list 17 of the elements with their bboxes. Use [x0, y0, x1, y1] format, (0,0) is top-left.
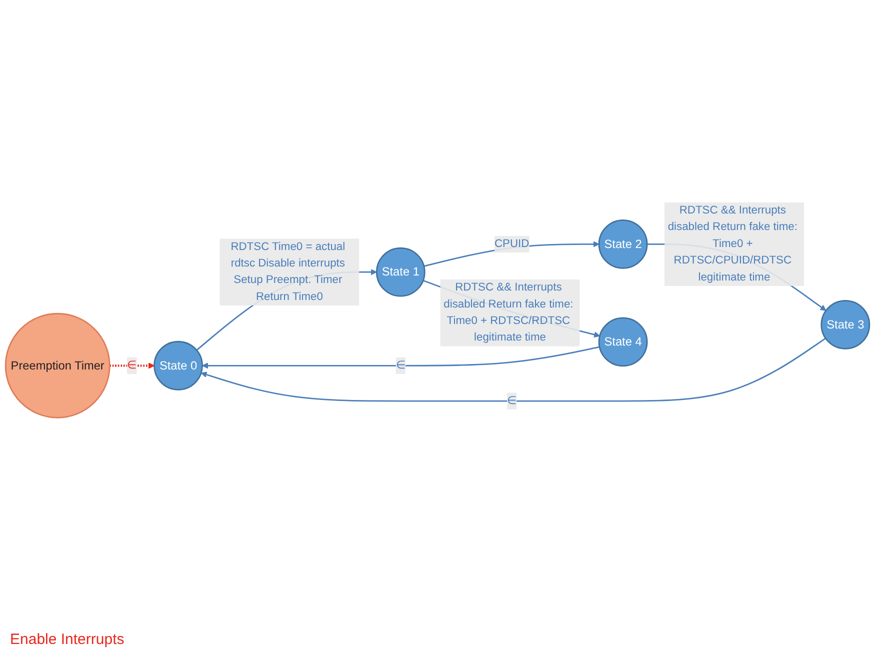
- arrow: [200, 338, 826, 402]
- arrow: [202, 346, 600, 369]
- arrow: [110, 362, 155, 369]
- edge-label: ∈: [127, 359, 137, 372]
- node-circle: State 0: [154, 340, 203, 390]
- edge-label: RDTSC Time0 = actual rdtsc Disable interrupts Setup Preempt. Timer Return Time0: [230, 240, 346, 303]
- note-text: Enable Interrupts: [10, 631, 124, 648]
- node-circle: State 1: [376, 247, 426, 297]
- node-circle: State 2: [598, 219, 648, 269]
- node-circle: State 3: [820, 300, 870, 350]
- edge-label: ∈: [396, 359, 406, 372]
- edge-label: RDTSC && Interrupts disabled Return fake time: Time0 + RDTSC/RDTSC legitimate time: [444, 281, 574, 344]
- node-circle: Preemption Timer: [4, 312, 110, 418]
- edge-label: RDTSC && Interrupts disabled Return fake time: Time0 + RDTSC/CPUID/RDTSC legitimate time: [668, 204, 798, 284]
- node-circle: State 4: [598, 317, 648, 367]
- edge-label: CPUID: [494, 238, 530, 250]
- edge-label: ∈: [506, 394, 517, 407]
